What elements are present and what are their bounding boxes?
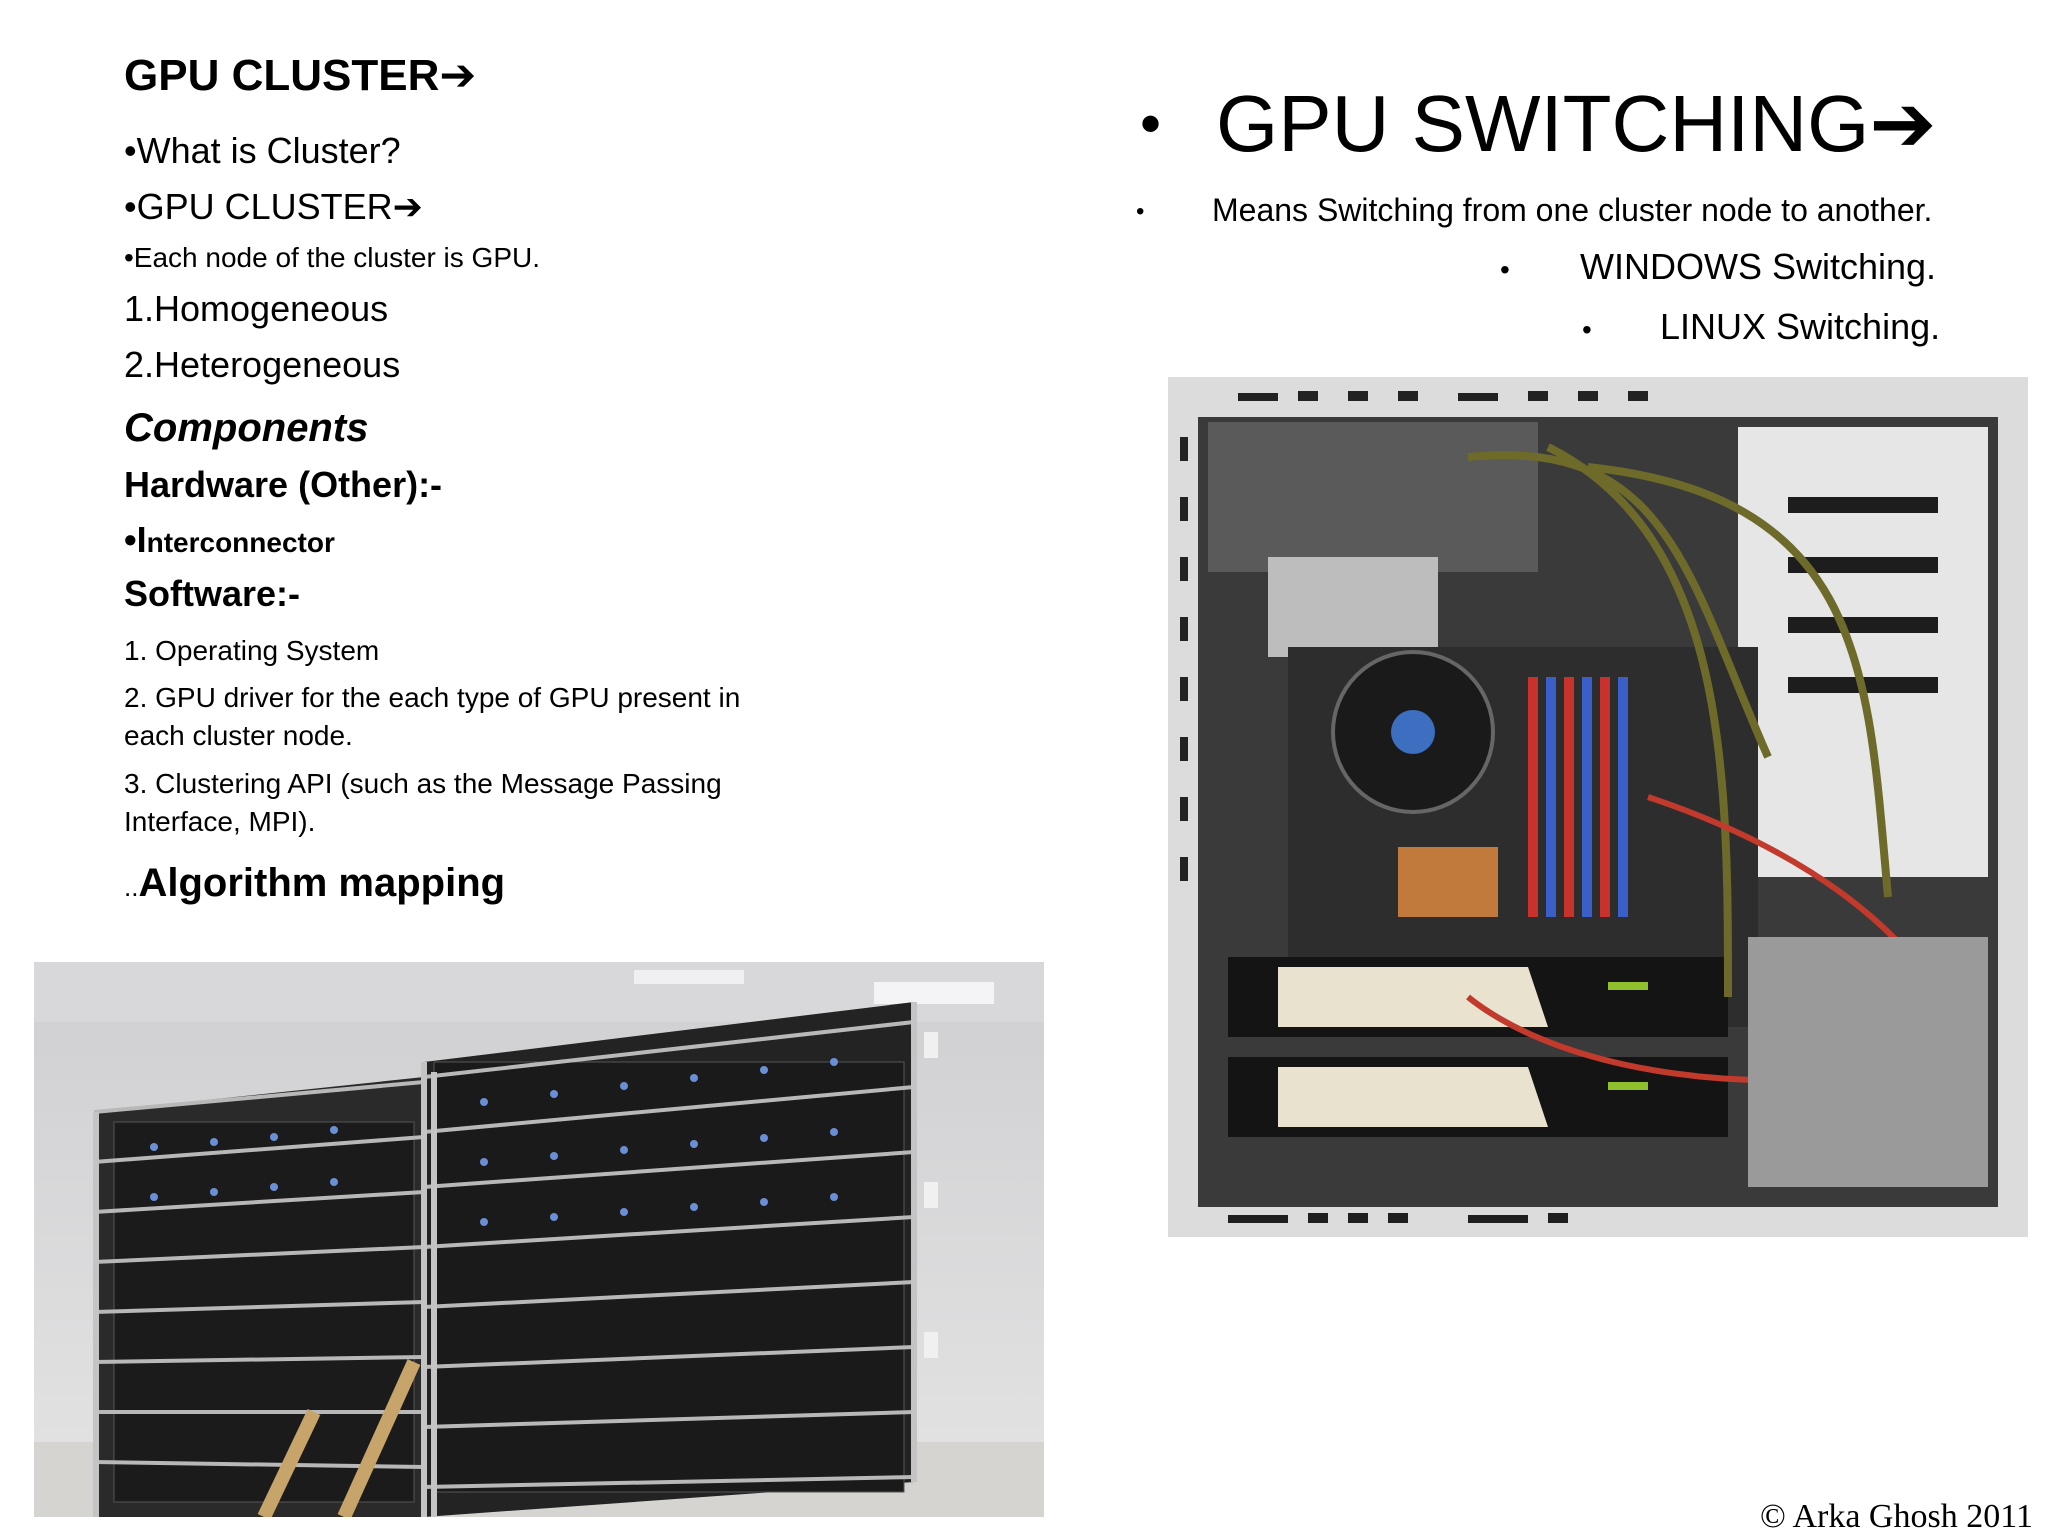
- interconnector-rest: nterconnector: [146, 526, 335, 558]
- gpu-cluster-heading-text: GPU CLUSTER: [124, 51, 440, 100]
- windows-switching-text: WINDOWS Switching.: [1580, 246, 1937, 287]
- copyright-text: © Arka Ghosh 2011: [1760, 1498, 2033, 1535]
- each-node-item: •Each node of the cluster is GPU.: [124, 241, 541, 273]
- algorithm-mapping-heading: ..Algorithm mapping: [124, 860, 814, 907]
- arrow-right-icon: ➔: [392, 186, 423, 228]
- pc-internals-photo: [1168, 377, 2028, 1237]
- heterogeneous-item: 2.Heterogeneous: [124, 344, 401, 386]
- title-bullet: •: [1140, 90, 1162, 157]
- homogeneous-item: 1.Homogeneous: [124, 287, 389, 329]
- hardware-other-heading: Hardware (Other):-: [124, 464, 443, 506]
- gpu-cluster-rack-photo: [34, 962, 1044, 1517]
- bullet-icon: •: [1500, 254, 1510, 285]
- software-item-api: 3. Clustering API (such as the Message P…: [124, 767, 722, 837]
- bullet-icon: •: [1582, 314, 1592, 345]
- software-item-driver: 2. GPU driver for the each type of GPU p…: [124, 682, 741, 752]
- gpu-cluster-subitem: •GPU CLUSTER➔: [124, 186, 814, 228]
- components-heading: Components: [124, 405, 369, 450]
- interconnector-item: •Interconnector: [124, 519, 814, 561]
- algorithm-prefix-dots: ..: [124, 872, 139, 903]
- left-column: GPU CLUSTER➔ •What is Cluster? •GPU CLUS…: [124, 50, 814, 908]
- interconnector-first-letter: •I: [124, 518, 147, 560]
- bullet-icon: •: [1136, 198, 1145, 225]
- arrow-right-icon: ➔: [1869, 79, 1937, 168]
- what-is-cluster-item: •What is Cluster?: [124, 130, 401, 171]
- gpu-cluster-heading: GPU CLUSTER➔: [124, 50, 814, 108]
- arrow-right-icon: ➔: [439, 51, 477, 100]
- algorithm-mapping-text: Algorithm mapping: [138, 861, 506, 906]
- gpu-cluster-subitem-text: •GPU CLUSTER: [124, 186, 393, 228]
- linux-switching-text: LINUX Switching.: [1660, 306, 1941, 347]
- gpu-switching-label: GPU SWITCHING: [1216, 79, 1870, 168]
- software-heading: Software:-: [124, 573, 301, 615]
- gpu-switching-title-text: GPU SWITCHING➔: [1216, 84, 1936, 164]
- means-switching-text: Means Switching from one cluster node to…: [1212, 192, 1933, 228]
- software-item-os: 1. Operating System: [124, 634, 380, 666]
